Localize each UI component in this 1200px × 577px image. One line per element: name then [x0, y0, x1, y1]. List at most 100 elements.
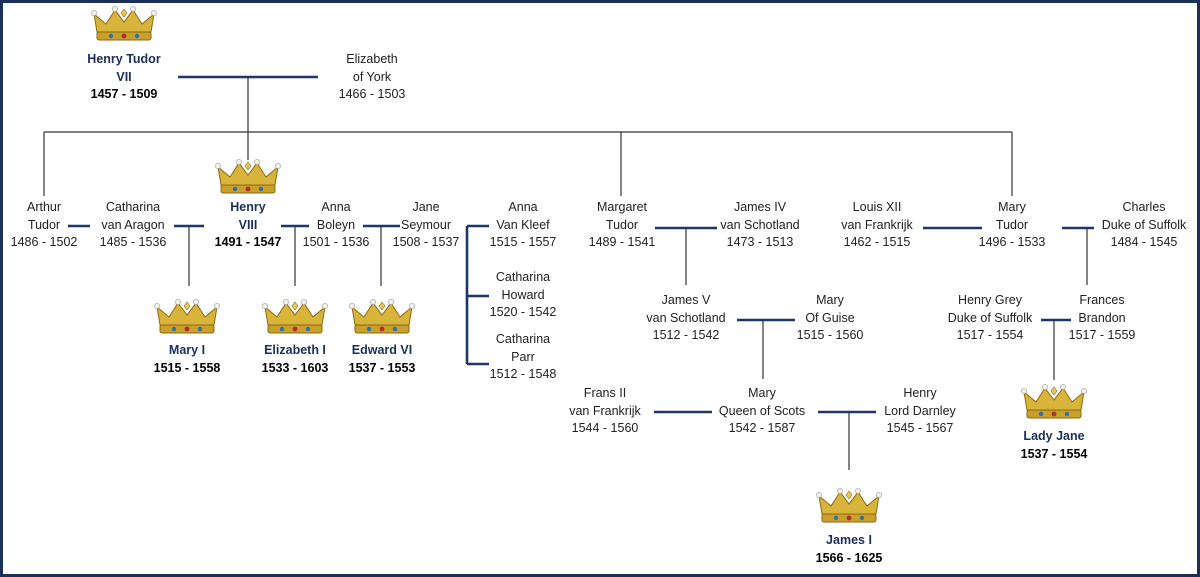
- person-name: Mary: [816, 293, 844, 307]
- person-name: van Schotland: [720, 217, 800, 232]
- descent-lines: [43, 77, 1088, 470]
- person-henry-lord-darnley: Henry Lord Darnley 1545 - 1567: [884, 385, 956, 438]
- person-name: Mary I: [168, 343, 206, 357]
- person-name: van Frankrijk: [841, 217, 913, 232]
- person-name: Henry: [230, 200, 266, 214]
- person-dates: 1496 - 1533: [978, 235, 1046, 249]
- person-name: Tudor: [995, 217, 1029, 232]
- person-name: James I: [826, 533, 872, 547]
- person-name: Duke of Suffolk: [947, 310, 1033, 325]
- person-dates: 1512 - 1542: [652, 328, 720, 342]
- person-mary-queen-of-scots: Mary Queen of Scots 1542 - 1587: [719, 385, 805, 438]
- person-frans-ii: Frans II van Frankrijk 1544 - 1560: [569, 385, 641, 438]
- person-name: van Frankrijk: [569, 403, 641, 418]
- person-dates: 1517 - 1559: [1068, 328, 1136, 342]
- person-james-i: James I 1566 - 1625: [816, 532, 883, 567]
- person-edward-vi: Edward VI 1537 - 1553: [349, 342, 416, 377]
- person-dates: 1484 - 1545: [1110, 235, 1178, 249]
- person-name: Tudor: [605, 217, 639, 232]
- person-frances-brandon: Frances Brandon 1517 - 1559: [1069, 292, 1136, 345]
- crown-icon: [349, 298, 415, 341]
- person-dates: 1501 - 1536: [302, 235, 370, 249]
- person-catharina-van-aragon: Catharina van Aragon 1485 - 1536: [100, 199, 167, 252]
- person-catharina-howard: Catharina Howard 1520 - 1542: [490, 269, 557, 322]
- person-name: Frances: [1079, 293, 1125, 307]
- person-mary-tudor: Mary Tudor 1496 - 1533: [979, 199, 1046, 252]
- person-name: Anna: [508, 200, 538, 214]
- person-name: Queen of Scots: [718, 403, 806, 418]
- person-dates: 1537 - 1553: [348, 360, 416, 375]
- person-dates: 1566 - 1625: [815, 550, 883, 565]
- person-name: Catharina: [495, 270, 551, 284]
- person-anna-boleyn: Anna Boleyn 1501 - 1536: [303, 199, 370, 252]
- person-name: Howard: [501, 287, 545, 302]
- person-mary-of-guise: Mary Of Guise 1515 - 1560: [797, 292, 864, 345]
- person-name: Seymour: [400, 217, 452, 232]
- person-dates: 1508 - 1537: [392, 235, 460, 249]
- person-jane-seymour: Jane Seymour 1508 - 1537: [393, 199, 460, 252]
- person-elizabeth-i: Elizabeth I 1533 - 1603: [262, 342, 329, 377]
- person-name: Elizabeth: [346, 52, 398, 66]
- person-charles-duke-of-suffolk: Charles Duke of Suffolk 1484 - 1545: [1102, 199, 1187, 252]
- person-name: Jane: [412, 200, 440, 214]
- person-name: Louis XII: [852, 200, 902, 214]
- person-elizabeth-of-york: Elizabeth of York 1466 - 1503: [339, 51, 406, 104]
- person-dates: 1545 - 1567: [886, 421, 954, 435]
- person-dates: 1462 - 1515: [843, 235, 911, 249]
- person-catharina-parr: Catharina Parr 1512 - 1548: [490, 331, 557, 384]
- crown-icon: [816, 487, 882, 530]
- person-dates: 1512 - 1548: [489, 367, 557, 381]
- person-name: Arthur: [26, 200, 62, 214]
- crown-icon: [154, 298, 220, 341]
- person-name: Lady Jane: [1023, 429, 1085, 443]
- person-name: Of Guise: [805, 310, 855, 325]
- person-mary-i: Mary I 1515 - 1558: [154, 342, 221, 377]
- person-name: Elizabeth I: [264, 343, 326, 357]
- person-dates: 1473 - 1513: [726, 235, 794, 249]
- person-name: Lord Darnley: [884, 403, 956, 418]
- person-name: Henry Grey: [958, 293, 1022, 307]
- person-name: Henry Tudor: [87, 52, 161, 66]
- person-name: VII: [116, 69, 132, 84]
- person-lady-jane: Lady Jane 1537 - 1554: [1021, 428, 1088, 463]
- person-dates: 1515 - 1558: [153, 360, 221, 375]
- person-dates: 1486 - 1502: [10, 235, 78, 249]
- person-dates: 1517 - 1554: [956, 328, 1024, 342]
- person-name: Catharina: [495, 332, 551, 346]
- crown-icon: [1021, 383, 1087, 426]
- person-dates: 1491 - 1547: [214, 235, 282, 249]
- person-name: Mary: [748, 386, 776, 400]
- person-dates: 1542 - 1587: [728, 421, 796, 435]
- person-name: VIII: [238, 217, 258, 232]
- person-henry-viii: Henry VIII 1491 - 1547: [215, 199, 282, 252]
- person-dates: 1544 - 1560: [571, 421, 639, 435]
- person-name: Anna: [321, 200, 351, 214]
- person-dates: 1466 - 1503: [338, 87, 406, 101]
- person-name: Boleyn: [316, 217, 356, 232]
- person-dates: 1537 - 1554: [1020, 446, 1088, 461]
- person-name: van Aragon: [101, 217, 165, 232]
- person-dates: 1515 - 1560: [796, 328, 864, 342]
- person-henry-vii: Henry Tudor VII 1457 - 1509: [87, 51, 160, 104]
- person-name: Catharina: [105, 200, 161, 214]
- person-james-iv: James IV van Schotland 1473 - 1513: [720, 199, 799, 252]
- person-henry-grey: Henry Grey Duke of Suffolk 1517 - 1554: [948, 292, 1033, 345]
- person-name: Van Kleef: [496, 217, 550, 232]
- person-arthur-tudor: Arthur Tudor 1486 - 1502: [11, 199, 78, 252]
- person-name: Mary: [998, 200, 1026, 214]
- crown-icon: [215, 158, 281, 201]
- person-dates: 1533 - 1603: [261, 360, 329, 375]
- person-name: of York: [352, 69, 392, 84]
- person-name: Charles: [1122, 200, 1166, 214]
- person-name: James IV: [733, 200, 787, 214]
- crown-icon: [262, 298, 328, 341]
- person-name: Brandon: [1078, 310, 1126, 325]
- person-margaret-tudor: Margaret Tudor 1489 - 1541: [589, 199, 656, 252]
- person-james-v: James V van Schotland 1512 - 1542: [646, 292, 725, 345]
- person-name: Parr: [511, 349, 535, 364]
- person-dates: 1489 - 1541: [588, 235, 656, 249]
- person-name: Frans II: [583, 386, 627, 400]
- person-anna-van-kleef: Anna Van Kleef 1515 - 1557: [490, 199, 557, 252]
